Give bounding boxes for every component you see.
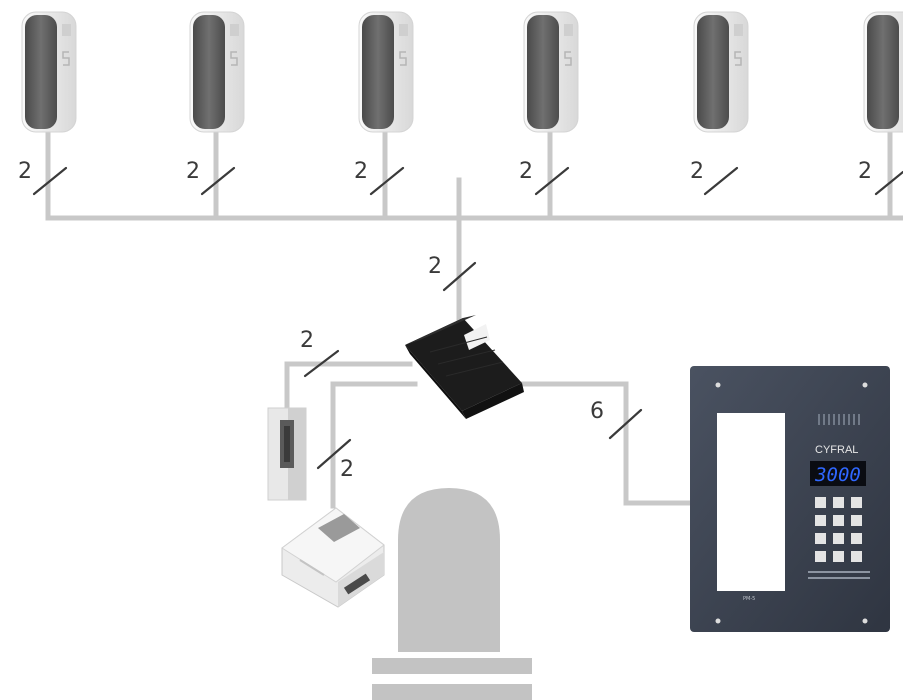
power-supply-module bbox=[281, 507, 385, 608]
slash-3 bbox=[369, 166, 405, 196]
slash-6 bbox=[874, 170, 903, 196]
wire-count-2: 2 bbox=[186, 159, 200, 184]
wire-count-power: 2 bbox=[340, 457, 354, 482]
intercom-handset-3 bbox=[358, 11, 414, 133]
wire-count-strike: 2 bbox=[300, 328, 314, 353]
door-entry-panel: CYFRAL 3000 PM-5 bbox=[690, 366, 890, 632]
slash-2 bbox=[200, 166, 236, 196]
intercom-handset-4 bbox=[523, 11, 579, 133]
intercom-handsets bbox=[21, 11, 903, 133]
slash-1 bbox=[32, 166, 68, 196]
panel-brand: CYFRAL bbox=[815, 444, 858, 456]
controller-box bbox=[405, 315, 524, 419]
slash-4 bbox=[534, 166, 570, 196]
power-wire bbox=[330, 381, 418, 509]
intercom-handset-5 bbox=[693, 11, 749, 133]
speaker-grille bbox=[818, 414, 860, 425]
slash-power bbox=[316, 438, 352, 470]
slash-strike bbox=[303, 349, 340, 378]
wire-count-markers: 2 2 2 2 2 2 2 2 2 6 bbox=[18, 159, 903, 482]
intercom-handset-2 bbox=[189, 11, 245, 133]
gate-post bbox=[372, 488, 532, 700]
wire-count-5: 2 bbox=[690, 159, 704, 184]
intercom-handset-6 bbox=[863, 11, 903, 133]
wiring bbox=[45, 129, 903, 509]
wire-count-3: 2 bbox=[354, 159, 368, 184]
panel-wire bbox=[519, 381, 693, 506]
controller-label-sticker bbox=[464, 324, 490, 350]
panel-footer-text: PM-5 bbox=[743, 596, 755, 602]
wire-count-6: 2 bbox=[858, 159, 872, 184]
slash-panel bbox=[608, 408, 643, 440]
wire-count-panel: 6 bbox=[590, 399, 604, 424]
wire-count-4: 2 bbox=[519, 159, 533, 184]
name-card-window bbox=[717, 413, 785, 591]
intercom-handset-1 bbox=[21, 11, 77, 133]
slash-riser bbox=[442, 261, 477, 292]
electric-door-strike bbox=[267, 407, 307, 501]
panel-display bbox=[810, 461, 866, 486]
panel-display-number: 3000 bbox=[814, 464, 861, 486]
slash-5 bbox=[703, 166, 739, 196]
wire-count-1: 2 bbox=[18, 159, 32, 184]
panel-keypad bbox=[815, 497, 862, 562]
strike-wire bbox=[284, 361, 413, 415]
wire-count-riser: 2 bbox=[428, 254, 442, 279]
